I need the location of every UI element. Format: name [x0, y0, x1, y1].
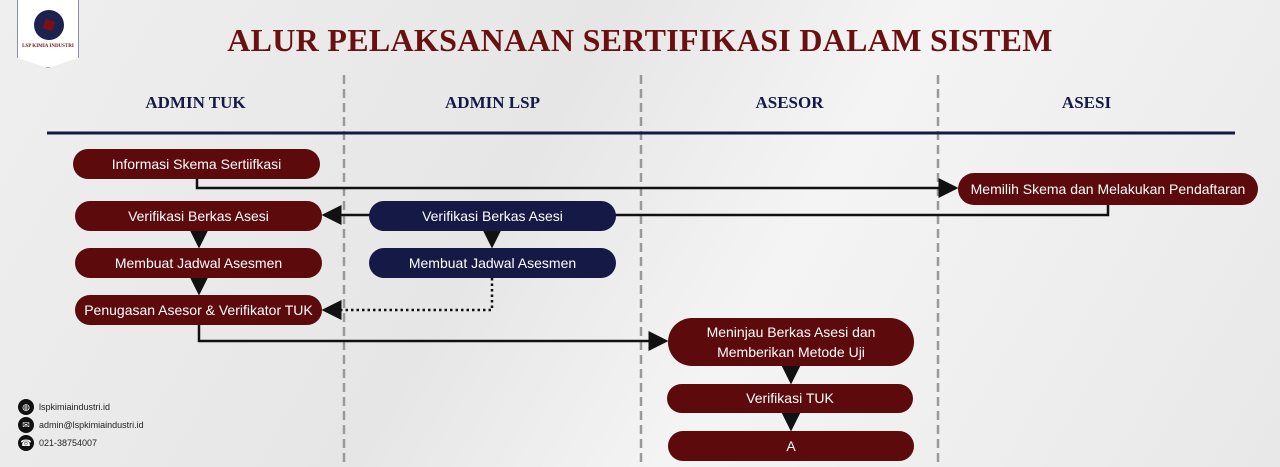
node-memilih-skema: Memilih Skema dan Melakukan Pendaftaran	[958, 173, 1258, 205]
gear-logo-icon	[34, 10, 64, 40]
lane-header-admin-tuk: ADMIN TUK	[145, 93, 246, 112]
arrow-penugasan-meninjau	[197, 325, 669, 351]
node-a: A	[668, 431, 914, 461]
page-title: ALUR PELAKSANAAN SERTIFIKASI DALAM SISTE…	[227, 22, 1053, 58]
contact-website: ◍ lspkimiaindustri.id	[18, 399, 110, 415]
lane-header-asesi: ASESI	[1061, 93, 1112, 112]
node-penugasan: Penugasan Asesor & Verifikator TUK	[75, 295, 322, 325]
node-meninjau: Meninjau Berkas Asesi dan Memberikan Met…	[668, 318, 914, 366]
contact-text: admin@lspkimiaindustri.id	[39, 420, 144, 430]
arrow-lsp-jadwal-penugasan	[321, 278, 494, 320]
contact-email: ✉ admin@lspkimiaindustri.id	[18, 417, 144, 433]
node-verifikasi-tuk-asesor: Verifikasi TUK	[667, 384, 913, 413]
phone-icon: ☎	[18, 435, 34, 451]
node-jadwal-tuk: Membuat Jadwal Asesmen	[75, 248, 322, 278]
logo: LSP KIMIA INDUSTRI	[17, 0, 79, 68]
arrow-informasi-memilih	[195, 178, 959, 198]
logo-text: LSP KIMIA INDUSTRI	[22, 44, 74, 49]
node-jadwal-lsp: Membuat Jadwal Asesmen	[369, 248, 616, 278]
lane-header-asesor: ASESOR	[755, 93, 824, 112]
contact-phone: ☎ 021-38754007	[18, 435, 97, 451]
globe-icon: ◍	[18, 399, 34, 415]
node-informasi-skema: Informasi Skema Sertiifkasi	[73, 149, 320, 179]
node-verifikasi-tuk: Verifikasi Berkas Asesi	[75, 201, 322, 231]
contact-text: lspkimiaindustri.id	[39, 402, 111, 412]
node-verifikasi-lsp: Verifikasi Berkas Asesi	[369, 201, 616, 231]
contact-text: 021-38754007	[39, 438, 98, 448]
lane-header-admin-lsp: ADMIN LSP	[445, 93, 540, 112]
mail-icon: ✉	[18, 417, 34, 433]
